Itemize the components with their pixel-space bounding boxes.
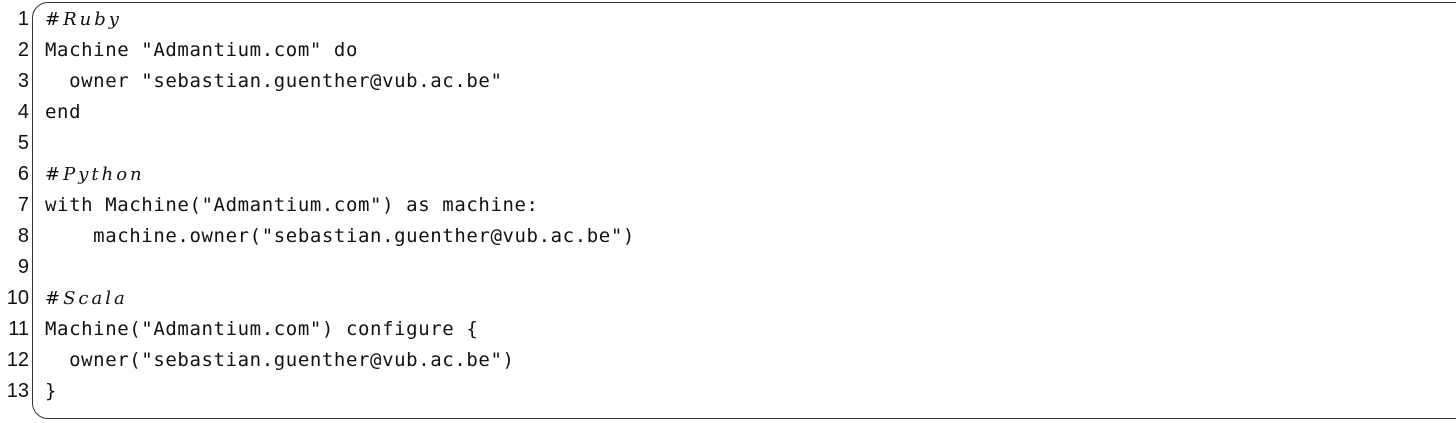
code-line: 4 end [0, 97, 1456, 128]
line-number: 13 [6, 380, 29, 402]
code-line: 6 #Python [0, 159, 1456, 190]
line-number: 3 [17, 70, 29, 92]
code-line: 10 #Scala [0, 283, 1456, 314]
line-number: 8 [17, 225, 29, 247]
code-line: 12 owner("sebastian.guenther@vub.ac.be") [0, 345, 1456, 376]
code-line: 1 #Ruby [0, 4, 1456, 35]
code-line: 2 Machine "Admantium.com" do [0, 35, 1456, 66]
code-text: owner "sebastian.guenther@vub.ac.be" [45, 70, 503, 92]
code-line: 11 Machine("Admantium.com") configure { [0, 314, 1456, 345]
line-number: 5 [17, 132, 29, 154]
line-number: 11 [8, 318, 29, 340]
code-text: machine.owner("sebastian.guenther@vub.ac… [45, 225, 635, 247]
code-line: 5 [0, 128, 1456, 159]
code-line: 9 [0, 252, 1456, 283]
line-number: 6 [17, 163, 29, 185]
code-text: owner("sebastian.guenther@vub.ac.be") [45, 349, 515, 371]
line-number: 9 [17, 256, 29, 278]
line-number: 4 [17, 101, 29, 123]
code-line: 8 machine.owner("sebastian.guenther@vub.… [0, 221, 1456, 252]
code-text: Machine "Admantium.com" do [45, 39, 359, 61]
line-number: 2 [17, 39, 29, 61]
code-text: } [45, 380, 58, 402]
line-number: 1 [17, 8, 29, 30]
code-comment: #Ruby [45, 9, 122, 30]
listing-frame [32, 2, 1456, 419]
code-line: 3 owner "sebastian.guenther@vub.ac.be" [0, 66, 1456, 97]
code-line: 13 } [0, 376, 1456, 407]
code-text: with Machine("Admantium.com") as machine… [45, 194, 539, 216]
code-comment: #Python [45, 164, 145, 185]
code-comment: #Scala [45, 288, 128, 309]
line-number: 10 [6, 287, 29, 309]
line-number: 12 [6, 349, 29, 371]
line-number: 7 [17, 194, 29, 216]
code-text: end [45, 101, 82, 123]
code-line: 7 with Machine("Admantium.com") as machi… [0, 190, 1456, 221]
code-text: Machine("Admantium.com") configure { [45, 318, 479, 340]
